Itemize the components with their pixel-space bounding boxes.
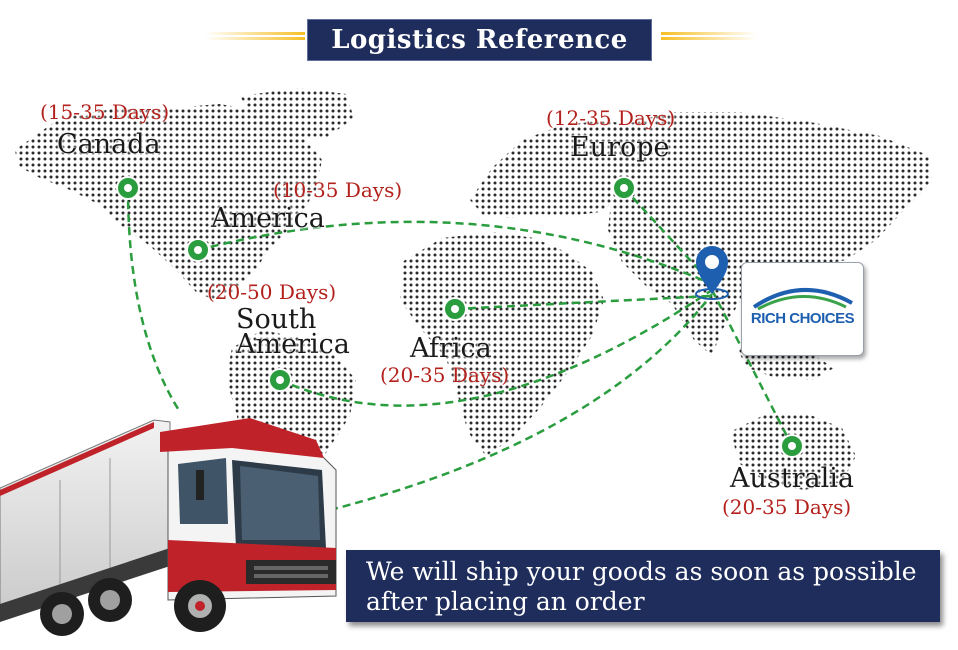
route-truck <box>329 293 713 512</box>
truck-illustration <box>0 418 337 636</box>
route-south-america <box>279 288 713 407</box>
south-america-label-line1: South <box>236 304 317 335</box>
route-australia <box>710 289 794 447</box>
route-canada <box>126 187 182 413</box>
australia-label: Australia <box>730 463 854 494</box>
page-title: Logistics Reference <box>331 25 628 55</box>
logo-text: RICH CHOICES <box>750 310 855 327</box>
africa-landmass <box>400 232 604 456</box>
shipping-banner: We will ship your goods as soon as possi… <box>346 550 940 622</box>
logo-swoosh-icon <box>752 287 853 311</box>
title-box: Logistics Reference <box>308 20 651 60</box>
location-dot-icon <box>116 176 140 200</box>
canada-days: (15-35 Days) <box>40 100 170 124</box>
north-america-landmass <box>15 104 322 300</box>
rich-choices-logo: RICH CHOICES <box>741 262 864 356</box>
location-dot-icon <box>612 176 636 200</box>
banner-text: We will ship your goods as soon as possi… <box>366 557 936 617</box>
asia-landmass <box>608 112 932 356</box>
europe-landmass <box>470 120 648 218</box>
location-dot-icon <box>443 297 467 321</box>
title-decoration-right <box>661 32 757 46</box>
south-america-days: (20-50 Days) <box>207 280 337 304</box>
banner-line-1: We will ship your goods as soon as possi… <box>366 557 917 586</box>
route-africa <box>454 294 711 311</box>
continent-dots <box>15 88 932 528</box>
europe-label: Europe <box>570 132 670 163</box>
location-pin-icon <box>695 246 729 300</box>
location-dot-icon <box>186 238 210 262</box>
africa-label: Africa <box>410 333 492 364</box>
australia-days: (20-35 Days) <box>722 495 852 519</box>
canada-label: Canada <box>57 129 161 160</box>
title-decoration-left <box>205 32 305 46</box>
route-america <box>197 220 713 286</box>
south-america-label-line2: America <box>236 329 350 360</box>
location-dot-icon <box>780 434 804 458</box>
africa-days: (20-35 Days) <box>380 363 510 387</box>
title-bar: Logistics Reference <box>0 18 958 62</box>
location-dot-icon <box>268 368 292 392</box>
banner-line-2: after placing an order <box>366 587 645 616</box>
america-label: America <box>211 203 325 234</box>
greenland-landmass <box>240 88 354 140</box>
america-days: (10-35 Days) <box>273 178 403 202</box>
location-dots <box>116 176 804 458</box>
europe-days: (12-35 Days) <box>546 106 676 130</box>
